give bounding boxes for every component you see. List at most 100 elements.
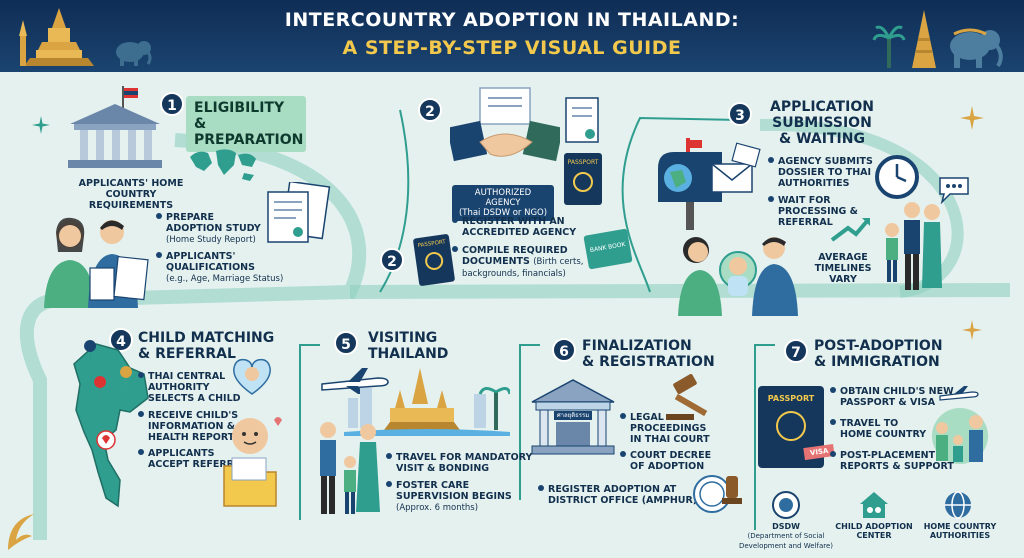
step6-b1-b: PROCEEDINGS bbox=[630, 423, 707, 434]
step1-qualifications: APPLICANTS' QUALIFICATIONS (e.g., Age, M… bbox=[156, 251, 283, 285]
step3-wait-b: PROCESSING & bbox=[778, 206, 858, 217]
step5-b2-a: FOSTER CARE bbox=[396, 480, 470, 491]
bullet-dot bbox=[138, 372, 144, 378]
footer-dsdw-name: DSDW bbox=[772, 522, 800, 531]
sparkle-icon bbox=[962, 320, 982, 340]
palm-tree-icon bbox=[872, 25, 906, 68]
step3-submit: AGENCY SUBMITS DOSSIER TO THAI AUTHORITI… bbox=[768, 156, 873, 189]
step4-b1-b: AUTHORITY bbox=[148, 382, 210, 393]
step5-b2-sub: (Approx. 6 months) bbox=[396, 503, 479, 513]
step1-req-a: APPLICANTS' HOME bbox=[78, 178, 184, 189]
step2-reg-b: ACCREDITED AGENCY bbox=[462, 227, 577, 238]
mailbox-icon bbox=[658, 138, 761, 230]
step7-title: POST-ADOPTION & IMMIGRATION bbox=[814, 338, 943, 370]
footer-home: HOME COUNTRY AUTHORITIES bbox=[916, 522, 1004, 540]
step7-title-b: & IMMIGRATION bbox=[814, 354, 940, 370]
step6-decree: COURT DECREE OF ADOPTION bbox=[620, 450, 711, 472]
bullet-dot bbox=[386, 481, 392, 487]
pagoda-right-icon bbox=[912, 10, 936, 68]
globe-emblem-icon bbox=[423, 250, 445, 272]
step4-b2-b: INFORMATION & bbox=[148, 421, 236, 432]
step5-title: VISITING THAILAND bbox=[368, 330, 448, 362]
step6-title: FINALIZATION & REGISTRATION bbox=[582, 338, 715, 370]
step3-title-c: & WAITING bbox=[779, 131, 865, 147]
step3-avg-b: TIMELINES bbox=[814, 263, 872, 274]
step5-number: 5 bbox=[334, 331, 358, 355]
clock-icon bbox=[875, 155, 919, 199]
step6-b3-a: REGISTER ADOPTION AT bbox=[548, 484, 677, 495]
step7-b3-a: POST-PLACEMENT bbox=[840, 450, 936, 461]
step7-b2-b: HOME COUNTRY bbox=[840, 429, 927, 440]
step5-travel: TRAVEL FOR MANDATORY VISIT & BONDING bbox=[386, 452, 532, 474]
step7-reports: POST-PLACEMENT REPORTS & SUPPORT bbox=[830, 450, 954, 472]
thai-temple-skyline-icon bbox=[344, 368, 510, 436]
documents-icon bbox=[267, 182, 331, 243]
step7-title-a: POST-ADOPTION bbox=[814, 338, 943, 354]
footer-center: CHILD ADOPTION CENTER bbox=[834, 522, 914, 540]
bullet-dot bbox=[138, 411, 144, 417]
step1-prep-a: PREPARE bbox=[166, 212, 215, 223]
step4-accept: APPLICANTS ACCEPT REFERRAL bbox=[138, 448, 247, 470]
passport-visa-icon: PASSPORT VISA bbox=[758, 386, 835, 468]
step1-qual-b: QUALIFICATIONS bbox=[166, 262, 255, 273]
airplane-small-icon bbox=[939, 386, 979, 401]
step7-travel: TRAVEL TO HOME COUNTRY bbox=[830, 418, 926, 440]
footer-home-a: HOME COUNTRY bbox=[923, 522, 997, 531]
bullet-dot bbox=[386, 453, 392, 459]
step6-b1-c: IN THAI COURT bbox=[630, 434, 710, 445]
step2-reg-a: REGISTER WITH AN bbox=[462, 216, 565, 227]
temple-left-icon bbox=[19, 8, 94, 66]
handshake-icon bbox=[450, 87, 560, 162]
family-waiting-icon bbox=[885, 202, 942, 290]
applicant-couple-icon bbox=[44, 217, 149, 308]
step1-prepare-study: PREPARE ADOPTION STUDY (Home Study Repor… bbox=[156, 212, 261, 246]
footer-center-a: CHILD ADOPTION bbox=[835, 522, 913, 531]
world-map-icon bbox=[190, 149, 256, 181]
step3-avg-c: VARY bbox=[829, 274, 857, 285]
step4-b2-a: RECEIVE CHILD'S bbox=[148, 410, 239, 421]
step4-b1-c: SELECTS A CHILD bbox=[148, 393, 241, 404]
step6-number: 6 bbox=[552, 338, 576, 362]
step7-obtain: OBTAIN CHILD'S NEW PASSPORT & VISA bbox=[830, 386, 954, 408]
step3-sub-b: DOSSIER TO THAI bbox=[778, 167, 872, 178]
step6-title-b: & REGISTRATION bbox=[582, 354, 715, 370]
step3-wait-c: REFERRAL bbox=[778, 217, 833, 228]
bullet-dot bbox=[768, 157, 774, 163]
step2-agency-b: (Thai DSDW or NGO) bbox=[458, 208, 548, 218]
step5-title-b: THAILAND bbox=[368, 346, 449, 362]
elephant-right-icon bbox=[950, 28, 1003, 68]
courthouse-icon: ศาลยุติธรรม bbox=[528, 376, 618, 456]
bullet-dot bbox=[156, 252, 162, 258]
airplane-icon bbox=[321, 368, 389, 394]
bullet-dot bbox=[830, 419, 836, 425]
step1-number: 1 bbox=[160, 92, 184, 116]
page-title-line2: A STEP-BY-STEP VISUAL GUIDE bbox=[342, 37, 682, 59]
page-title-line1: INTERCOUNTRY ADOPTION IN THAILAND: bbox=[284, 9, 740, 31]
step7-b1-b: PASSPORT & VISA bbox=[840, 397, 936, 408]
bullet-dot bbox=[830, 387, 836, 393]
globe-emblem-icon bbox=[573, 172, 593, 192]
step2-number-bottom: 2 bbox=[380, 248, 404, 272]
passport-doc-top: PASSPORT bbox=[564, 153, 602, 205]
step1-qual-a: APPLICANTS' bbox=[166, 251, 236, 262]
checklist-icon bbox=[565, 97, 599, 143]
step2-comp-a: COMPILE REQUIRED bbox=[462, 245, 568, 256]
bullet-dot bbox=[138, 449, 144, 455]
step7-b2-a: TRAVEL TO bbox=[840, 418, 899, 429]
footer-dsdw-sub1: (Department of Social bbox=[747, 532, 825, 540]
footer-dsdw: DSDW (Department of Social Development a… bbox=[738, 522, 834, 551]
step3-avg-a: AVERAGE bbox=[818, 252, 868, 263]
step3-title: APPLICATION SUBMISSION & WAITING bbox=[766, 99, 878, 147]
step1-prep-sub: (Home Study Report) bbox=[166, 235, 256, 245]
bullet-dot bbox=[620, 413, 626, 419]
step4-number: 4 bbox=[109, 328, 133, 352]
step3-sub-a: AGENCY SUBMITS bbox=[778, 156, 873, 167]
step4-b2-c: HEALTH REPORT bbox=[148, 432, 235, 443]
court-sign: ศาลยุติธรรม bbox=[554, 411, 592, 420]
step3-title-b: SUBMISSION bbox=[772, 115, 872, 131]
globe-emblem-icon bbox=[776, 411, 806, 441]
gavel-icon bbox=[666, 374, 708, 420]
step6-title-a: FINALIZATION bbox=[582, 338, 692, 354]
step7-b1-a: OBTAIN CHILD'S NEW bbox=[840, 386, 954, 397]
step4-b3-b: ACCEPT REFERRAL bbox=[148, 459, 248, 470]
